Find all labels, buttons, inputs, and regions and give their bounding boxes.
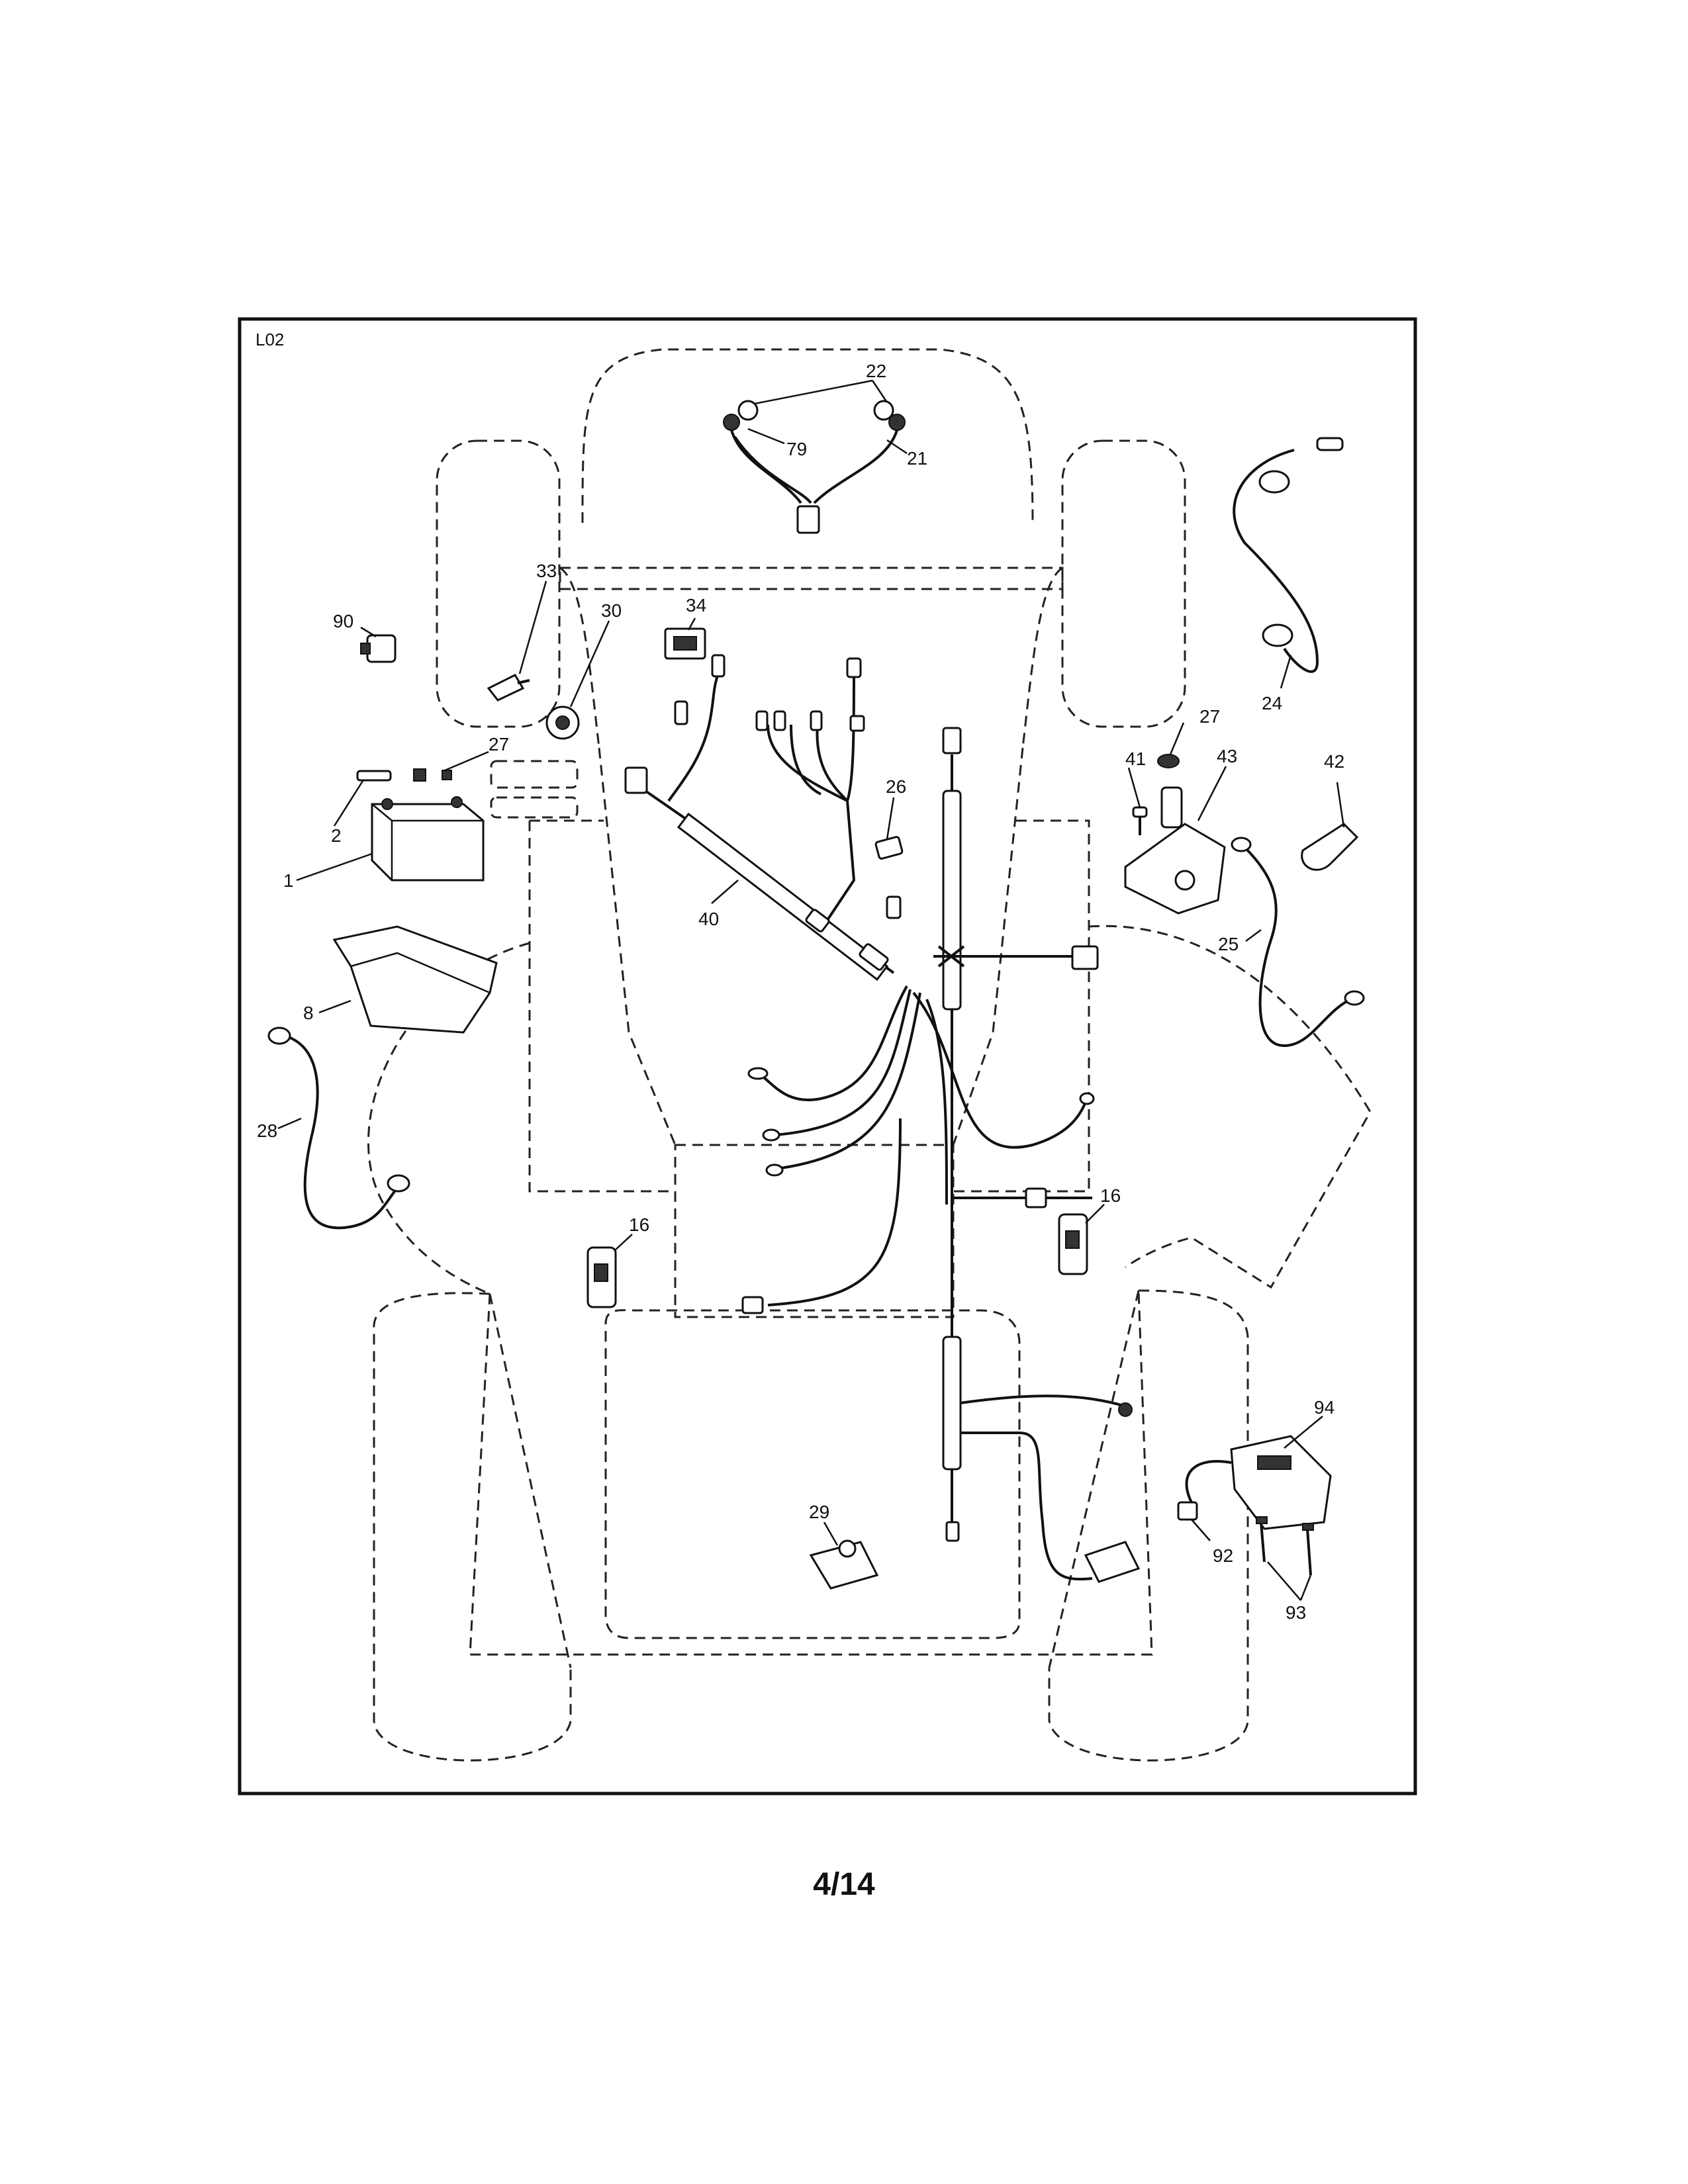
part-90 [360,634,397,663]
callout-24: 24 [1262,693,1282,713]
callout-22: 22 [866,361,886,381]
bolt-41 [1132,806,1148,835]
switch-29 [809,1539,879,1590]
diagram-frame [238,317,1417,1796]
callout-33: 33 [536,561,557,581]
callout-94: 94 [1314,1397,1335,1418]
main-harness [624,654,1095,1314]
page-number: 4/14 [813,1867,875,1902]
switch-34 [664,627,706,660]
battery-tray [332,925,498,1034]
callout-16-right: 16 [1100,1185,1121,1206]
callout-90: 90 [333,611,353,631]
callout-40: 40 [698,909,719,929]
switch-16-right [1058,1213,1088,1275]
callout-79: 79 [786,439,807,459]
battery [356,768,485,882]
ignition-switch [545,705,580,740]
rear-harness [933,727,1133,1581]
callout-21: 21 [907,448,927,469]
callout-30: 30 [601,600,622,621]
callout-26: 26 [886,776,906,797]
callout-8: 8 [303,1003,314,1023]
rear-connector [1084,1541,1141,1583]
callout-1: 1 [283,870,294,891]
callout-25: 25 [1218,934,1239,954]
solenoid-43 [1124,754,1226,915]
ignition-key [487,674,530,702]
module-94 [1230,1435,1332,1530]
cable-24 [1233,437,1344,673]
callout-28: 28 [257,1120,277,1141]
callout-27-left: 27 [489,734,509,754]
callout-labels: 22 79 21 33 30 34 90 27 2 1 26 40 8 28 1… [257,361,1344,1623]
callout-29: 29 [809,1502,829,1522]
screws-93 [1256,1516,1314,1576]
callout-92: 92 [1213,1545,1233,1566]
fuse-26 [874,836,904,860]
callout-34: 34 [686,595,706,615]
boot-42 [1301,823,1359,871]
callout-2: 2 [331,825,342,846]
callout-42: 42 [1324,751,1344,772]
callout-43: 43 [1217,746,1237,766]
tractor-outline [367,348,1372,1762]
switch-16-left [586,1246,617,1308]
cable-28 [267,1026,410,1230]
callout-27-right: 27 [1199,706,1220,727]
headlight-assembly [723,400,906,534]
harness-92 [1177,1460,1232,1521]
callout-41: 41 [1125,749,1146,769]
callout-93: 93 [1286,1602,1306,1623]
cable-25 [1231,837,1365,1048]
callout-16-left: 16 [629,1214,649,1235]
figure-code: L02 [256,330,284,349]
